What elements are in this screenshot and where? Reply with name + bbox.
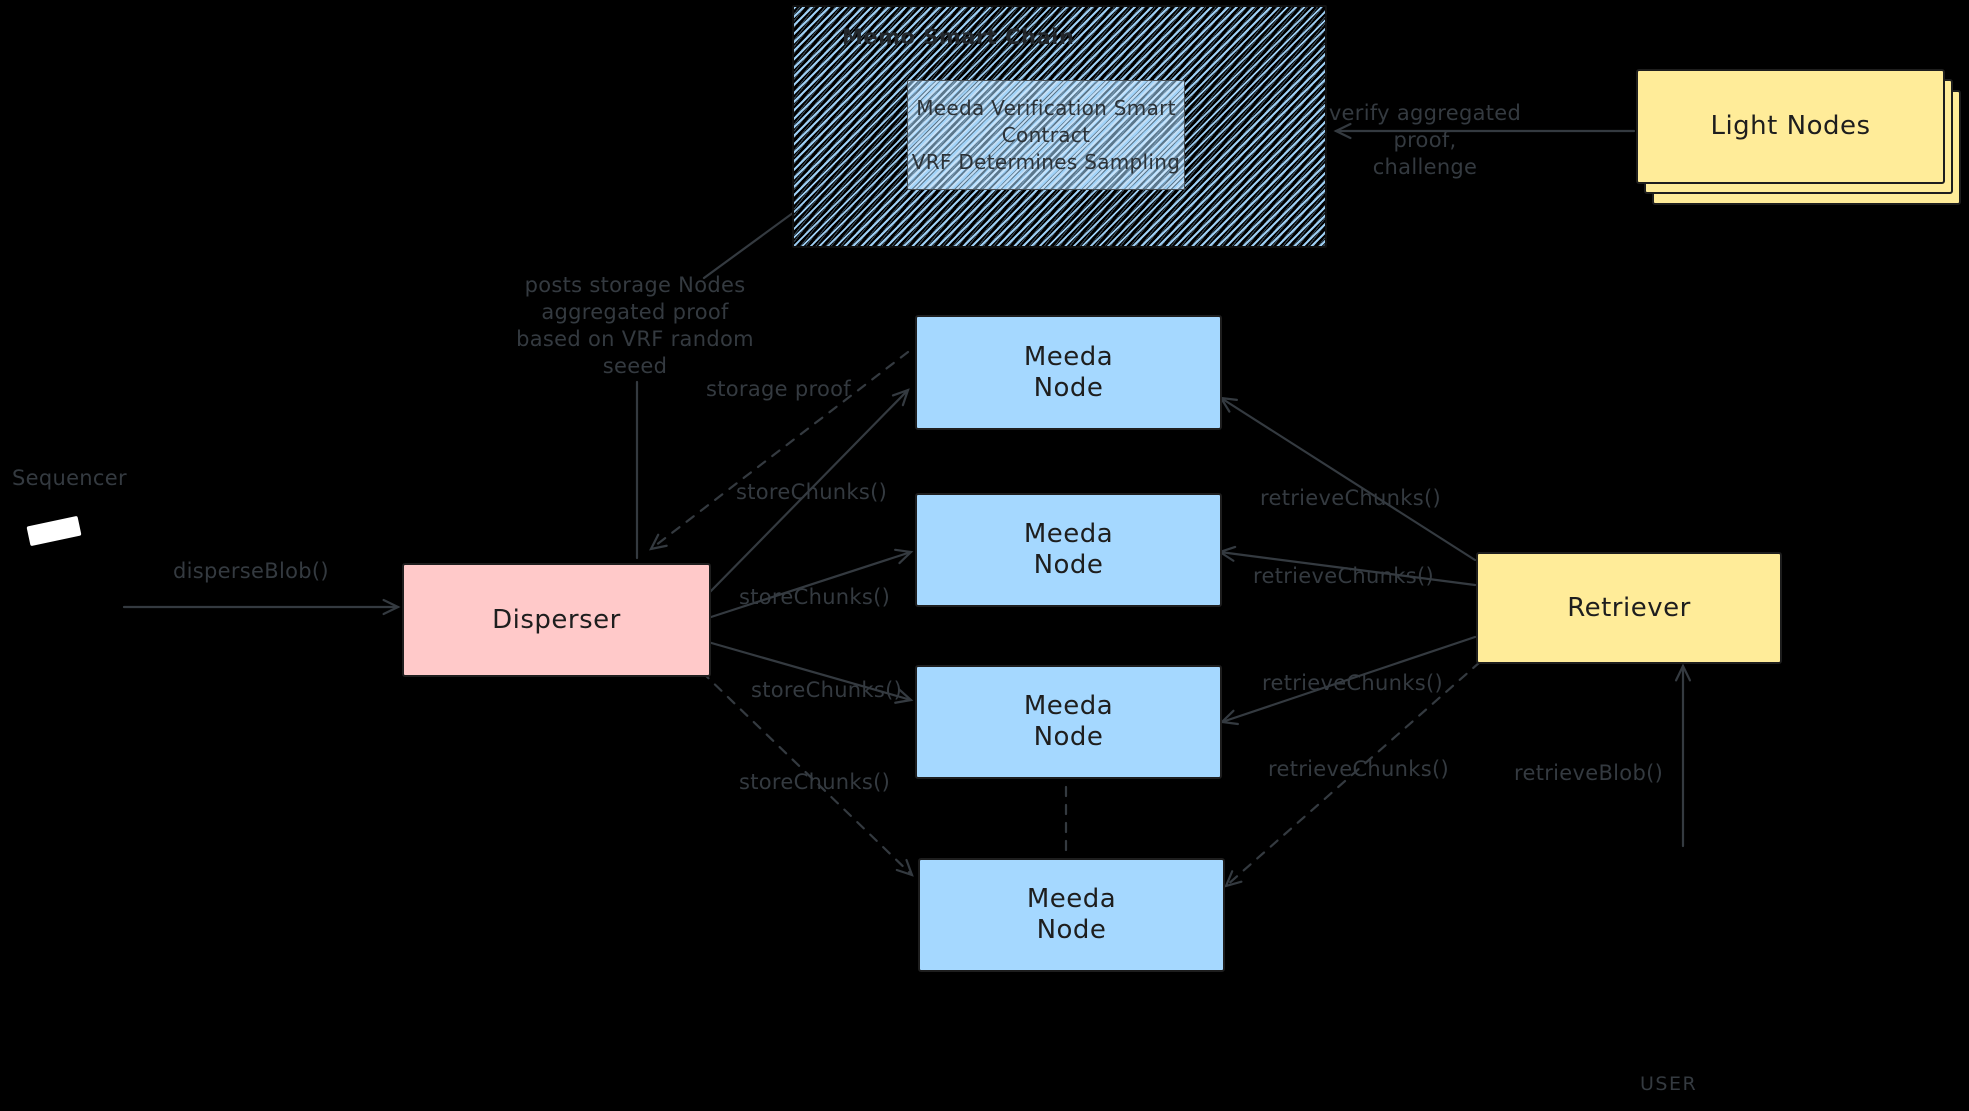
store-chunks-arrow-2 <box>706 548 914 620</box>
retriever-box: Retriever <box>1476 552 1782 664</box>
meeda-node-box-2: Meeda Node <box>915 493 1222 607</box>
meeda-node-label: Node <box>1033 550 1104 580</box>
store-chunks-label-3: storeChunks() <box>751 678 903 702</box>
disperse-blob-arrow <box>122 598 401 616</box>
verify-proof-arrow <box>1333 122 1636 140</box>
meeda-node-label: Meeda <box>1023 341 1114 372</box>
light-nodes-box: Light Nodes <box>1636 69 1945 184</box>
retrieve-chunks-label-3: retrieveChunks() <box>1262 671 1443 695</box>
store-chunks-arrow-1 <box>706 388 910 596</box>
meeda-node-label: Node <box>1033 722 1104 752</box>
disperse-blob-label: disperseBlob() <box>173 559 329 583</box>
memo-smart-chain-label: Memo Smart Chain <box>842 25 1075 49</box>
verification-contract-box: Meeda Verification Smart Contract VRF De… <box>907 80 1185 190</box>
contract-text-line: Contract <box>1001 122 1091 147</box>
meeda-node-label: Meeda <box>1023 691 1114 721</box>
store-chunks-arrow-3 <box>706 640 914 704</box>
retrieve-chunks-arrow-1 <box>1218 396 1477 562</box>
disperser-label: Disperser <box>492 604 621 635</box>
disperser-box: Disperser <box>402 563 711 677</box>
meeda-node-label: Meeda <box>1026 884 1117 914</box>
contract-text-line: VRF Determines Sampling <box>911 149 1181 174</box>
retrieve-chunks-label-2: retrieveChunks() <box>1253 564 1434 588</box>
contract-text-line: Meeda Verification Smart <box>916 95 1176 120</box>
light-nodes-label: Light Nodes <box>1710 111 1871 141</box>
storage-proof-label: storage proof <box>706 377 851 401</box>
memo-smart-chain-box: Memo Smart Chain Meeda Verification Smar… <box>792 5 1327 248</box>
sequencer-label: Sequencer <box>12 466 127 490</box>
retrieve-blob-label: retrieveBlob() <box>1514 761 1664 785</box>
user-label: USER <box>1640 1073 1698 1095</box>
posts-proof-label: posts storage Nodes aggregated proof bas… <box>516 273 754 378</box>
retrieve-blob-arrow <box>1674 663 1692 848</box>
storage-proof-arrow <box>648 350 910 551</box>
meeda-node-box-1: Meeda Node <box>915 315 1222 430</box>
retrieve-chunks-arrow-4 <box>1224 660 1482 888</box>
store-chunks-arrow-4 <box>700 670 914 877</box>
meeda-node-label: Node <box>1036 915 1107 945</box>
store-chunks-label-2: storeChunks() <box>739 585 891 609</box>
meeda-node-box-3: Meeda Node <box>915 665 1222 779</box>
retrieve-chunks-label-1: retrieveChunks() <box>1260 486 1441 510</box>
meeda-node-label: Meeda <box>1023 519 1114 549</box>
store-chunks-label-4: storeChunks() <box>739 770 891 794</box>
store-chunks-label-1: storeChunks() <box>736 480 888 504</box>
retrieve-chunks-label-4: retrieveChunks() <box>1268 757 1449 781</box>
retrieve-chunks-arrow-3 <box>1219 635 1477 726</box>
meeda-node-label: Node <box>1033 372 1104 403</box>
meeda-node-box-4: Meeda Node <box>918 858 1225 972</box>
verify-proof-label: verify aggregated proof, challenge <box>1328 101 1522 179</box>
retriever-label: Retriever <box>1567 592 1691 623</box>
